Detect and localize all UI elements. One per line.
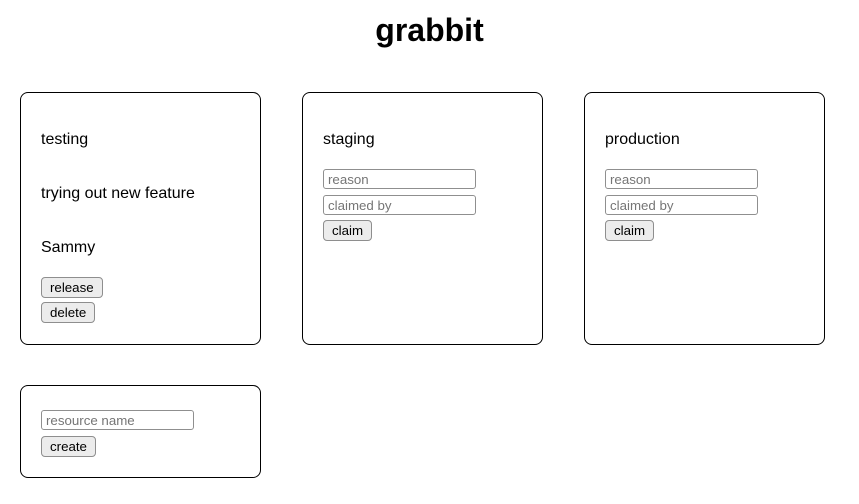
resource-card-testing: testing trying out new feature Sammy rel… bbox=[20, 92, 261, 345]
resources-row: testing trying out new feature Sammy rel… bbox=[20, 92, 851, 345]
claim-button[interactable]: claim bbox=[323, 220, 373, 241]
create-resource-card: create bbox=[20, 385, 261, 478]
resource-card-staging: staging claim bbox=[302, 92, 543, 345]
resource-name: production bbox=[605, 131, 680, 148]
claim-button[interactable]: claim bbox=[605, 220, 655, 241]
delete-button[interactable]: delete bbox=[41, 302, 96, 323]
release-button[interactable]: release bbox=[41, 277, 103, 298]
claimed-by-input[interactable] bbox=[323, 195, 476, 215]
resource-name: testing bbox=[41, 131, 89, 148]
claim-reason-text: trying out new feature bbox=[41, 185, 195, 202]
resource-name: staging bbox=[323, 131, 375, 148]
claimed-by-text: Sammy bbox=[41, 239, 96, 256]
reason-input[interactable] bbox=[605, 169, 758, 189]
app-title: grabbit bbox=[375, 12, 484, 48]
resource-card-production: production claim bbox=[584, 92, 825, 345]
create-button[interactable]: create bbox=[41, 436, 96, 457]
claimed-by-input[interactable] bbox=[605, 195, 758, 215]
reason-input[interactable] bbox=[323, 169, 476, 189]
resource-name-input[interactable] bbox=[41, 410, 194, 430]
